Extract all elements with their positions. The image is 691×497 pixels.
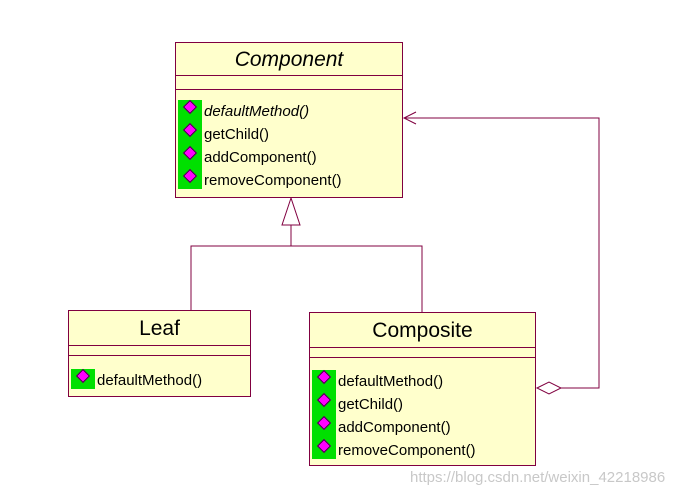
- operation-label: getChild(): [338, 396, 404, 413]
- public-method-icon: [312, 370, 336, 393]
- class-divider: [176, 75, 402, 76]
- generalization-line-leaf: [190, 245, 291, 310]
- operation-item[interactable]: removeComponent(): [312, 439, 535, 462]
- aggregation-line: [404, 117, 600, 389]
- class-name: Component: [234, 48, 344, 71]
- operations-list: defaultMethod() getChild() addComponent(…: [178, 100, 402, 192]
- generalization-arrowhead: [281, 196, 301, 226]
- operation-item[interactable]: addComponent(): [178, 146, 402, 169]
- class-component[interactable]: Component defaultMethod() getChild() add…: [175, 42, 403, 198]
- public-method-icon: [178, 169, 202, 189]
- class-divider: [176, 89, 402, 90]
- class-divider: [69, 355, 250, 356]
- class-divider: [310, 347, 535, 348]
- class-leaf[interactable]: Leaf defaultMethod(): [68, 310, 251, 397]
- public-method-icon: [178, 146, 202, 169]
- operation-item[interactable]: getChild(): [312, 393, 535, 416]
- operation-label: removeComponent(): [338, 442, 476, 459]
- operation-label: addComponent(): [338, 419, 451, 436]
- operation-label: removeComponent(): [204, 172, 342, 189]
- operation-item[interactable]: removeComponent(): [178, 169, 402, 192]
- class-composite[interactable]: Composite defaultMethod() getChild() add…: [309, 312, 536, 466]
- public-method-icon: [312, 416, 336, 439]
- generalization-line-composite: [291, 245, 423, 312]
- operation-item[interactable]: defaultMethod(): [71, 369, 250, 392]
- aggregation-arrowhead: [402, 111, 417, 125]
- operation-item[interactable]: getChild(): [178, 123, 402, 146]
- class-divider: [69, 345, 250, 346]
- operation-label: getChild(): [204, 126, 270, 143]
- class-divider: [310, 357, 535, 358]
- operation-label: addComponent(): [204, 149, 317, 166]
- operation-label: defaultMethod(): [204, 103, 310, 120]
- operation-item[interactable]: addComponent(): [312, 416, 535, 439]
- operations-list: defaultMethod() getChild() addComponent(…: [312, 370, 535, 462]
- public-method-icon: [312, 393, 336, 416]
- class-name: Leaf: [139, 317, 180, 340]
- operation-label: defaultMethod(): [338, 373, 444, 390]
- public-method-icon: [178, 123, 202, 146]
- operation-item[interactable]: defaultMethod(): [312, 370, 535, 393]
- operations-list: defaultMethod(): [71, 369, 250, 392]
- operation-label: defaultMethod(): [97, 372, 203, 389]
- public-method-icon: [178, 100, 202, 123]
- watermark: https://blog.csdn.net/weixin_42218986: [410, 469, 666, 486]
- public-method-icon: [312, 439, 336, 459]
- class-name: Composite: [372, 319, 473, 342]
- aggregation-diamond: [535, 381, 563, 395]
- public-method-icon: [71, 369, 95, 389]
- operation-item[interactable]: defaultMethod(): [178, 100, 402, 123]
